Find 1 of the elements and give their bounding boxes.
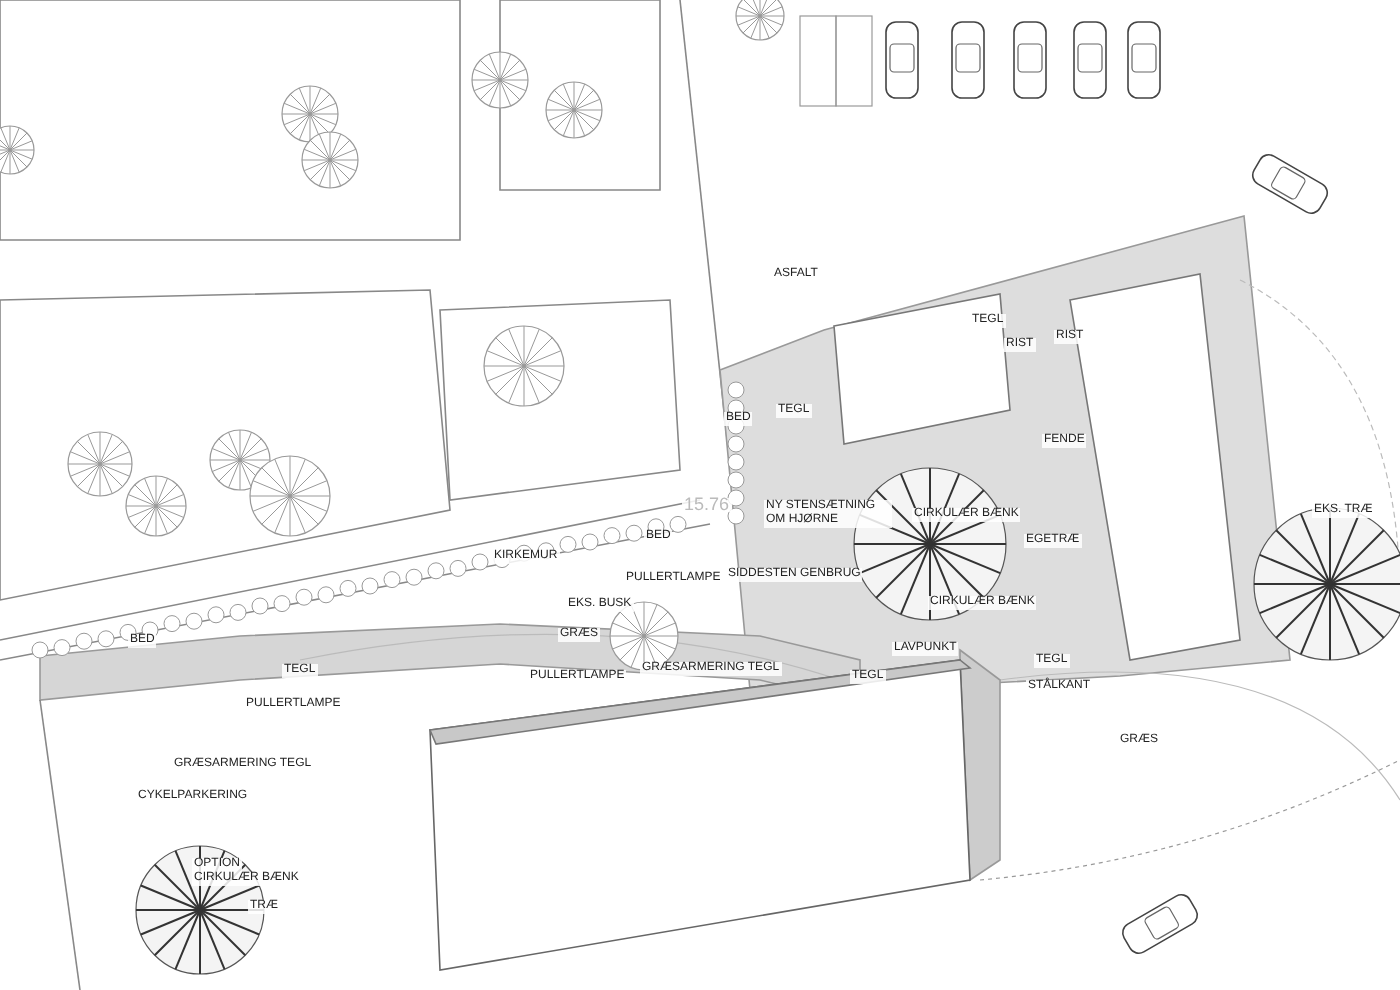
elevation-number: 15.76 bbox=[682, 498, 732, 512]
